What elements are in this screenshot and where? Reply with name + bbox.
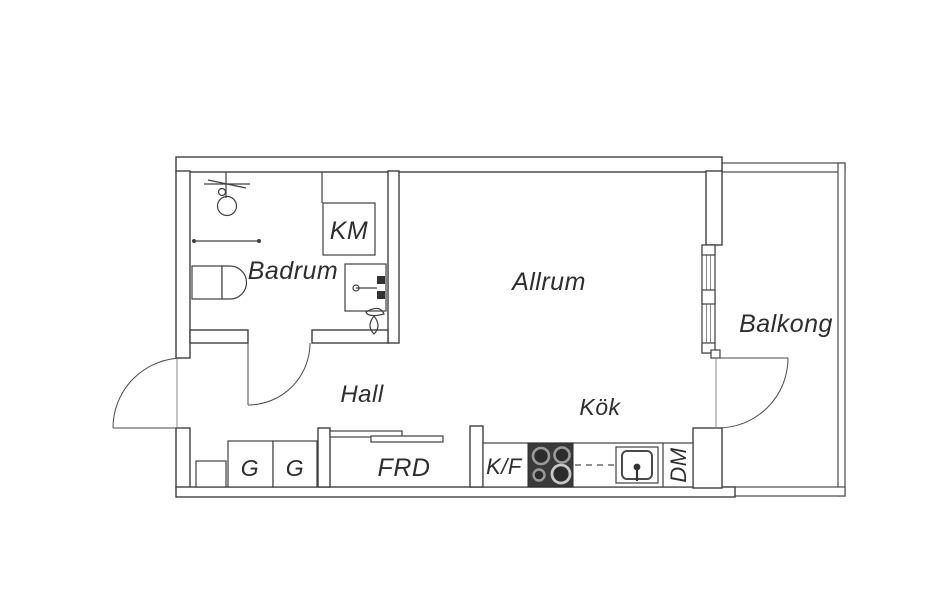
hall-closets: [195, 430, 444, 488]
badrum-door: [247, 342, 311, 406]
room-label-badrum: Badrum: [248, 257, 339, 285]
room-label-balkong: Balkong: [739, 310, 833, 338]
wall-kitchen-stub: [469, 425, 484, 488]
frd-sliding-door-2: [370, 435, 444, 443]
frd-sliding-door-1: [329, 430, 403, 438]
appliance-label-dm: DM: [666, 447, 691, 482]
wall-badrum-bottom-left: [189, 329, 249, 344]
room-label-hall: Hall: [340, 381, 384, 408]
wall-badrum-bottom-right: [311, 329, 389, 344]
km-box: [322, 202, 376, 256]
washbasin-icon: [344, 263, 387, 335]
entrance-door-arc: [112, 357, 184, 429]
sink-icon: [615, 446, 659, 484]
towel-rail-icon: [192, 239, 261, 243]
wall-right-top-column: [705, 170, 723, 246]
window-cap-bottom: [701, 342, 716, 354]
wall-bottom: [175, 486, 736, 498]
entrance-door: [112, 357, 184, 429]
room-labels: Badrum KM Allrum Balkong Hall Kök G G FR…: [241, 217, 833, 483]
wall-top: [175, 156, 723, 173]
badrum-door-arc: [247, 342, 311, 406]
toilet-icon: [191, 265, 248, 300]
balcony-wall-bottom: [721, 486, 846, 497]
kitchen-counter: [482, 442, 694, 488]
balcony-walls: [721, 162, 846, 497]
room-label-km: KM: [330, 217, 369, 245]
balcony-window: [701, 244, 716, 354]
drain-teardrop: [369, 315, 379, 335]
balcony-door-arc: [717, 357, 789, 429]
shaft-box: [195, 460, 227, 488]
drain-detail: [365, 307, 385, 317]
washing-machine-closet: [322, 202, 376, 256]
shower-icon: [204, 172, 250, 217]
apartment-walls: [175, 156, 736, 498]
balcony-wall-right: [837, 162, 846, 497]
room-label-allrum: Allrum: [510, 268, 586, 296]
balcony-wall-top: [721, 162, 846, 173]
room-label-kok: Kök: [579, 394, 621, 420]
closet-label-frd: FRD: [378, 454, 431, 482]
wall-right-bottom-column: [692, 427, 723, 489]
wall-badrum-allrum: [387, 170, 400, 344]
wardrobe-g1: [227, 440, 274, 488]
wall-left-lower: [175, 427, 191, 489]
balcony-door-jamb: [710, 349, 721, 359]
window-mullion: [701, 289, 716, 305]
wall-frd-left: [317, 427, 331, 488]
wall-left-upper: [175, 170, 191, 359]
stove-icon: [527, 442, 574, 488]
wardrobe-g2: [272, 440, 318, 488]
appliance-label-kf: K/F: [486, 454, 523, 479]
closet-label-g1: G: [241, 455, 259, 481]
window-cap-top: [701, 244, 716, 256]
balcony-door: [710, 349, 789, 429]
closet-label-g2: G: [286, 455, 304, 481]
